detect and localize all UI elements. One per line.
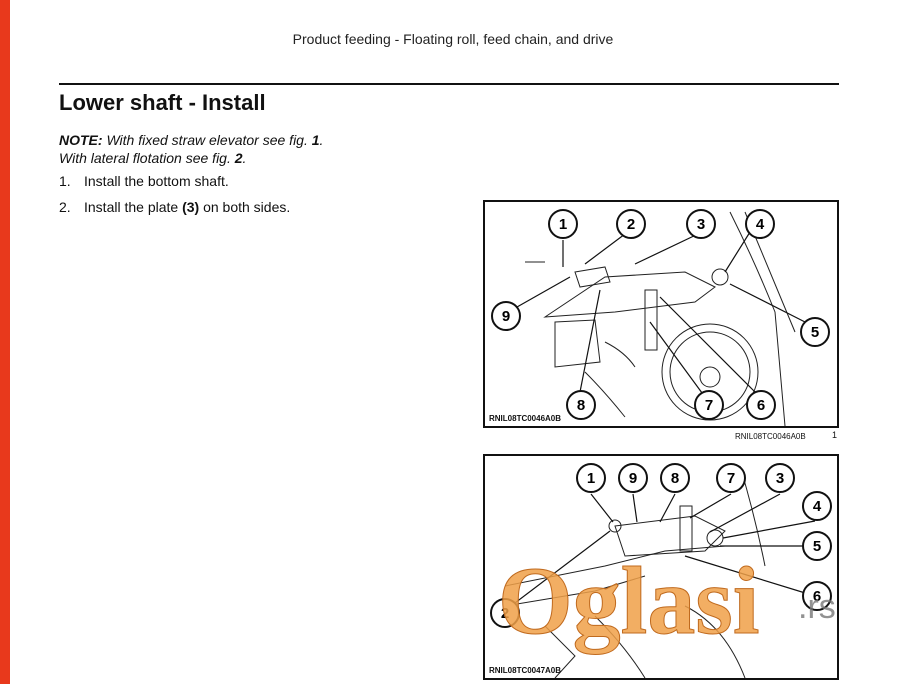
note-fig-ref-1: 1 [311,132,320,148]
callout-label: 3 [776,470,784,487]
callout-circle [566,390,596,420]
callout-circle [716,463,746,493]
callout-circle [660,463,690,493]
step-list: 1. Install the bottom shaft. 2. Install … [59,172,290,224]
callout-circle [618,463,648,493]
callout-circle [745,209,775,239]
note-line-2-text: With lateral flotation see fig. [59,150,231,166]
note-line-2: With lateral flotation see fig. 2. [59,150,247,166]
step-text-after: on both sides. [203,199,291,215]
callout-label: 9 [502,308,510,325]
callout-label: 8 [577,397,585,414]
callout-circle [802,531,832,561]
callout-circle [694,390,724,420]
callout-label: 7 [705,397,713,414]
title-rule [59,83,839,85]
callout-label: 4 [813,498,822,515]
note-line-1: NOTE: With fixed straw elevator see fig.… [59,132,324,148]
callout-circle [765,463,795,493]
callout-circle [802,581,832,611]
step-text: Install the plate (3) on both sides. [84,198,290,216]
step-number: 2. [59,199,71,215]
callout-label: 6 [757,397,765,414]
callout-label: 7 [727,470,735,487]
note-line-1-text: With fixed straw elevator see fig. [106,132,308,148]
callout-circle [686,209,716,239]
figure-1-caption: RNIL08TC0046A0B [735,432,806,441]
step-number: 1. [59,173,71,189]
callout-label: 3 [697,216,705,233]
callout-label: 4 [756,216,765,233]
callout-label: 5 [811,324,819,341]
callout-label: 5 [813,538,821,555]
callout-label: 9 [629,470,637,487]
left-bar-gap [10,0,16,684]
figure-2: 1 9 8 7 3 4 5 6 2 RNIL08TC0047A0B [483,454,839,680]
step-text-before: Install the plate [84,199,179,215]
section-header: Product feeding - Floating roll, feed ch… [292,31,614,47]
callout-circle [800,317,830,347]
figure-1: 1 2 3 4 5 6 7 8 9 RNIL08TC0046A0B [483,200,839,428]
page-title: Lower shaft - Install [59,90,266,115]
figure-1-drawing: 1 2 3 4 5 6 7 8 9 [491,209,830,426]
step-item: 2. Install the plate (3) on both sides. [59,198,290,216]
callout-label: 6 [813,588,821,605]
figure-2-code: RNIL08TC0047A0B [489,666,562,675]
step-part-ref: (3) [182,199,200,215]
callout-label: 1 [559,216,567,233]
callout-circle [802,491,832,521]
figure-1-number: 1 [832,430,838,440]
callout-circle [548,209,578,239]
figure-2-drawing: 1 9 8 7 3 4 5 6 2 [490,463,832,678]
note-label: NOTE: [59,132,103,148]
watermark-suffix: .rs [798,588,836,626]
step-text: Install the bottom shaft. [84,173,229,189]
callout-label: 8 [671,470,679,487]
step-item: 1. Install the bottom shaft. [59,172,290,190]
note-block: NOTE: With fixed straw elevator see fig.… [59,131,323,167]
callout-label: 2 [501,605,509,622]
callout-circle [746,390,776,420]
note-fig-ref-2: 2 [234,150,243,166]
callout-label: 1 [587,470,595,487]
watermark-logo: Oglasi .rs [498,548,836,655]
callout-circle [576,463,606,493]
callout-circle [616,209,646,239]
callout-circle [490,598,520,628]
figure-1-code: RNIL08TC0046A0B [489,414,562,423]
callout-label: 2 [627,216,635,233]
watermark-text: Oglasi [498,548,759,654]
callout-circle [491,301,521,331]
left-accent-bar [0,0,10,684]
